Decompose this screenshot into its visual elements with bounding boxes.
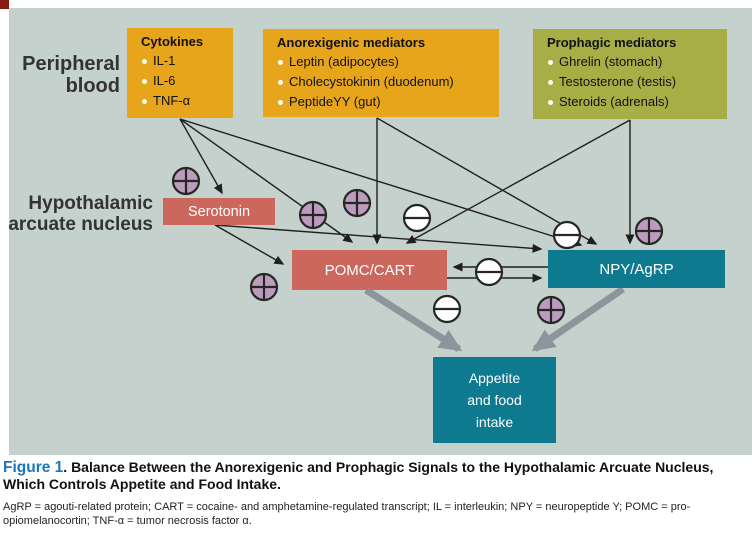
peripheral-blood-line2: blood [65,75,120,97]
minus-circle-icon [402,203,432,233]
plus-circle-icon [342,188,372,218]
appetite-line2: and food [467,392,522,408]
arrow-pomc-to-appetite [364,287,463,352]
minus-circle-icon [432,294,462,324]
serotonin-node: Serotonin [163,198,275,225]
caption-abbreviations: AgRP = agouti-related protein; CART = co… [3,501,691,527]
list-item: Testosterone (testis) [547,72,719,92]
serotonin-label: Serotonin [187,203,251,220]
plus-circle-icon [298,200,328,230]
minus-circle-icon [552,220,582,250]
arrow-cytokines-to-npy [179,118,583,247]
list-item: Leptin (adipocytes) [277,52,491,72]
caption-title: Figure 1. Balance Between the Anorexigen… [3,459,750,493]
arrow-cytokines-to-serotonin [179,118,223,195]
appetite-line1: Appetite [468,370,521,386]
list-item: IL-6 [141,71,225,91]
pomc-cart-label: POMC/CART [324,261,415,279]
prophagic-mediators-box: Prophagic mediators Ghrelin (stomach) Te… [533,29,727,119]
anorexigenic-list: Leptin (adipocytes) Cholecystokinin (duo… [277,52,491,112]
plus-circle-icon [171,166,201,196]
npy-agrp-node: NPY/AgRP [548,250,725,288]
npy-agrp-label: NPY/AgRP [599,260,674,278]
cytokines-box: Cytokines IL-1 IL-6 TNF-α [127,28,233,118]
corner-mark [0,0,9,9]
prophagic-list: Ghrelin (stomach) Testosterone (testis) … [547,52,719,112]
appetite-line3: intake [475,414,514,430]
list-item: Cholecystokinin (duodenum) [277,72,491,92]
arrow-anorexigenic-to-npy [376,117,598,245]
hypothalamic-line1: Hypothalamic [28,193,153,214]
appetite-node: Appetite and food intake [433,357,556,443]
plus-circle-icon [249,272,279,302]
anorexigenic-mediators-box: Anorexigenic mediators Leptin (adipocyte… [263,29,499,117]
anorexigenic-title: Anorexigenic mediators [277,35,426,50]
hypothalamic-line2: arcuate nucleus [8,213,153,235]
arrow-npy-to-appetite [531,286,625,352]
list-item: Steroids (adrenals) [547,92,719,112]
arrow-serotonin-to-npy [214,224,543,253]
minus-circle-icon [474,257,504,287]
figure-caption: Figure 1. Balance Between the Anorexigen… [3,459,750,528]
hypothalamic-arcuate-nucleus-label: Hypothalamic arcuate nucleus [5,193,153,236]
list-item: IL-1 [141,51,225,71]
plus-circle-icon [536,295,566,325]
prophagic-title: Prophagic mediators [547,35,677,50]
plus-circle-icon [634,216,664,246]
cytokines-list: IL-1 IL-6 TNF-α [141,51,225,111]
pomc-cart-node: POMC/CART [292,250,447,290]
cytokines-title: Cytokines [141,34,204,49]
arrow-prophagic-to-pomc [405,119,631,244]
list-item: PeptideYY (gut) [277,92,491,112]
list-item: TNF-α [141,91,225,111]
caption-title-text: . Balance Between the Anorexigenic and P… [3,459,714,492]
arrow-serotonin-to-pomc [214,224,285,265]
figure-number-label: Figure 1 [3,459,64,476]
peripheral-blood-line1: Peripheral [22,53,120,75]
peripheral-blood-label: Peripheral blood [10,53,120,97]
list-item: Ghrelin (stomach) [547,52,719,72]
